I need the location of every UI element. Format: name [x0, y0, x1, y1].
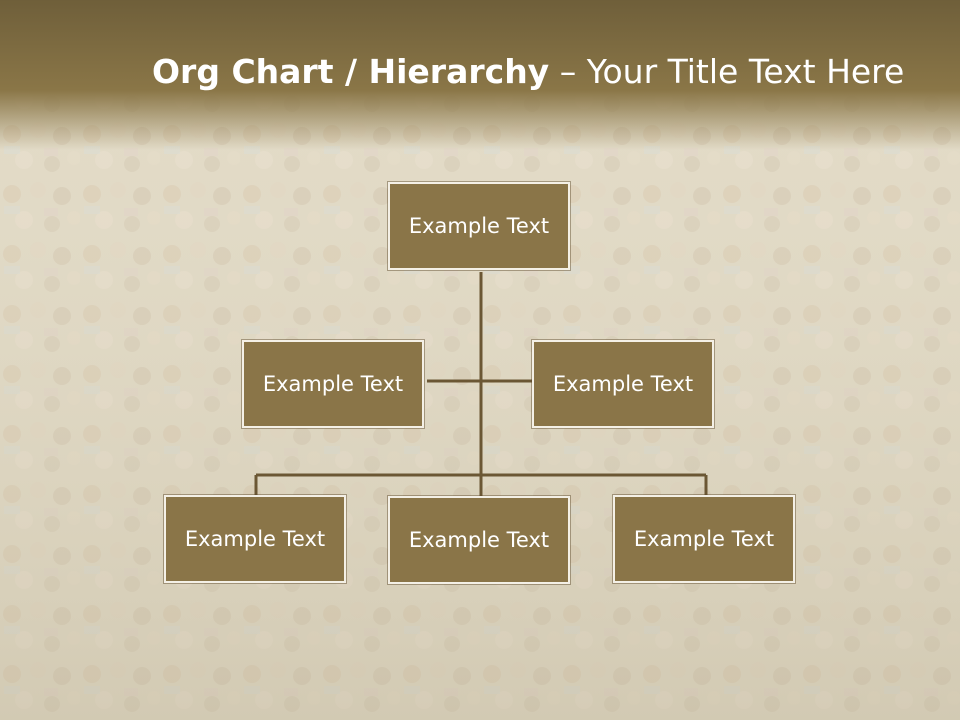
page-title: Org Chart / Hierarchy – Your Title Text …: [0, 52, 960, 91]
org-node-level1-left[interactable]: Example Text: [242, 340, 424, 428]
org-node-root[interactable]: Example Text: [388, 182, 570, 270]
title-bold: Org Chart / Hierarchy: [152, 52, 550, 91]
org-node-level1-right[interactable]: Example Text: [532, 340, 714, 428]
title-separator: –: [549, 52, 587, 91]
org-node-label: Example Text: [184, 527, 326, 551]
org-node-level2-center[interactable]: Example Text: [388, 496, 570, 584]
org-node-level2-left[interactable]: Example Text: [164, 495, 346, 583]
org-node-label: Example Text: [633, 527, 775, 551]
org-node-label: Example Text: [408, 214, 550, 238]
org-node-label: Example Text: [552, 372, 694, 396]
org-node-level2-right[interactable]: Example Text: [613, 495, 795, 583]
org-node-label: Example Text: [408, 528, 550, 552]
title-band: [0, 0, 960, 150]
org-node-label: Example Text: [262, 372, 404, 396]
title-subtitle: Your Title Text Here: [586, 52, 905, 91]
